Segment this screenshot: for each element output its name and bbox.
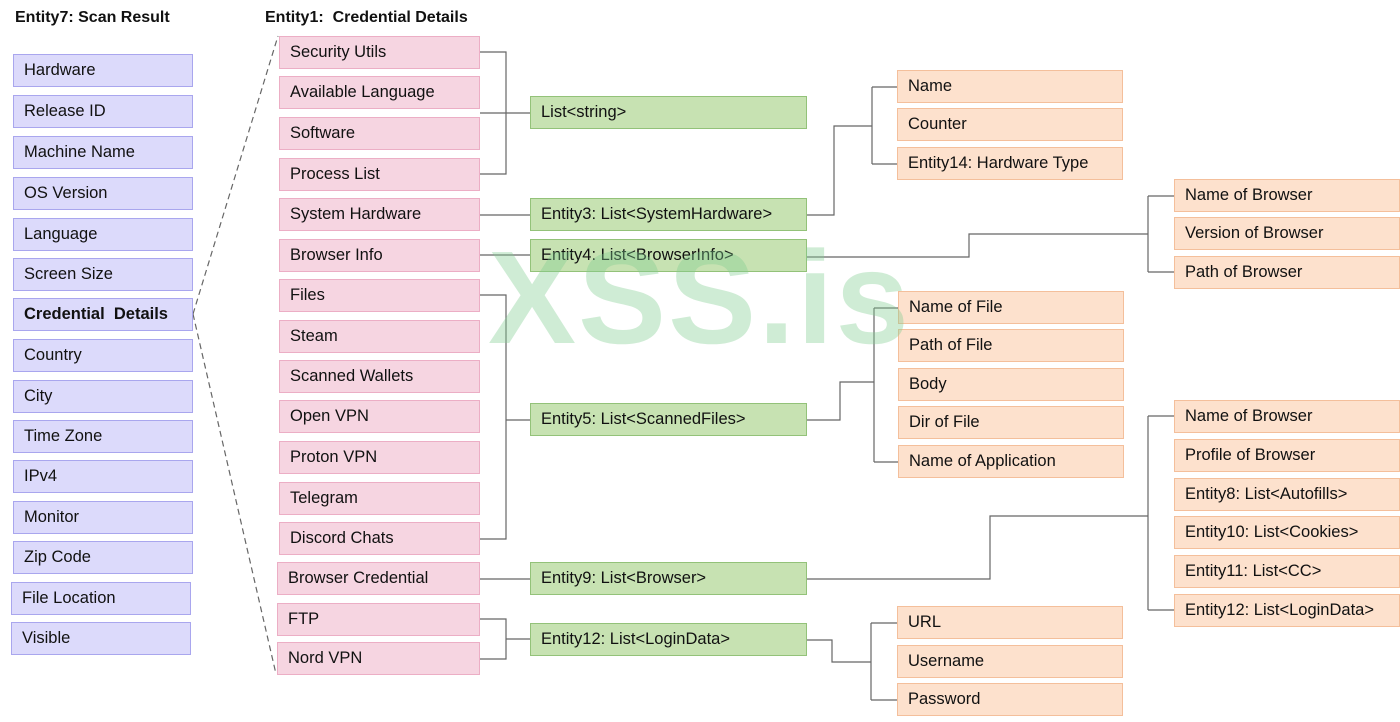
file-field-application: Name of Application [898,445,1124,478]
cred-item-browser-credential: Browser Credential [277,562,480,595]
browser-info-field-version: Version of Browser [1174,217,1400,250]
browser-field-name: Name of Browser [1174,400,1400,433]
connector-login-data [480,618,530,660]
list-browser: Entity9: List<Browser> [530,562,807,595]
hardware-field-counter: Counter [897,108,1123,141]
scan-item-release-id: Release ID [13,95,193,128]
scan-item-city: City [13,380,193,413]
browser-field-cookies: Entity10: List<Cookies> [1174,516,1400,549]
credential-details-title: Entity1: Credential Details [265,9,468,26]
connector-string-list [480,51,530,175]
cred-item-browser-info: Browser Info [279,239,480,272]
file-field-body: Body [898,368,1124,401]
cred-item-scanned-wallets: Scanned Wallets [279,360,480,393]
scan-item-hardware: Hardware [13,54,193,87]
connector-file-fields [807,307,898,463]
file-field-path: Path of File [898,329,1124,362]
login-field-password: Password [897,683,1123,716]
cred-item-software: Software [279,117,480,150]
list-string: List<string> [530,96,807,129]
browser-field-login-data: Entity12: List<LoginData> [1174,594,1400,627]
hardware-field-name: Name [897,70,1123,103]
cred-item-steam: Steam [279,320,480,353]
scan-item-time-zone: Time Zone [13,420,193,453]
browser-info-field-name: Name of Browser [1174,179,1400,212]
zoom-line-bottom [192,313,277,675]
cred-item-system-hardware: System Hardware [279,198,480,231]
scan-item-country: Country [13,339,193,372]
cred-item-open-vpn: Open VPN [279,400,480,433]
cred-item-proton-vpn: Proton VPN [279,441,480,474]
file-field-name: Name of File [898,291,1124,324]
scan-item-zip-code: Zip Code [13,541,193,574]
scan-item-machine-name: Machine Name [13,136,193,169]
cred-item-discord-chats: Discord Chats [279,522,480,555]
cred-item-available-language: Available Language [279,76,480,109]
browser-field-profile: Profile of Browser [1174,439,1400,472]
cred-item-telegram: Telegram [279,482,480,515]
connector-hardware-fields [807,86,897,216]
scan-item-screen-size: Screen Size [13,258,193,291]
cred-item-files: Files [279,279,480,312]
browser-field-cc: Entity11: List<CC> [1174,555,1400,588]
scan-item-os-version: OS Version [13,177,193,210]
hardware-field-type: Entity14: Hardware Type [897,147,1123,180]
scan-item-ipv4: IPv4 [13,460,193,493]
connector-login-fields [807,622,897,701]
connector-scanned-files [480,294,530,540]
connector-browser-info-fields [807,195,1174,273]
scan-item-credential-details: Credential Details [13,298,193,331]
browser-info-field-path: Path of Browser [1174,256,1400,289]
scan-item-monitor: Monitor [13,501,193,534]
cred-item-security-utils: Security Utils [279,36,480,69]
login-field-url: URL [897,606,1123,639]
cred-item-ftp: FTP [277,603,480,636]
scan-result-title: Entity7: Scan Result [15,9,170,26]
scan-item-language: Language [13,218,193,251]
scan-item-visible: Visible [11,622,191,655]
list-login-data: Entity12: List<LoginData> [530,623,807,656]
scan-item-file-location: File Location [11,582,191,615]
login-field-username: Username [897,645,1123,678]
zoom-line-top [192,35,279,315]
browser-field-autofills: Entity8: List<Autofills> [1174,478,1400,511]
connector-browser-fields [807,415,1174,611]
cred-item-nord-vpn: Nord VPN [277,642,480,675]
file-field-dir: Dir of File [898,406,1124,439]
list-system-hardware: Entity3: List<SystemHardware> [530,198,807,231]
cred-item-process-list: Process List [279,158,480,191]
list-browser-info: Entity4: List<BrowserInfo> [530,239,807,272]
list-scanned-files: Entity5: List<ScannedFiles> [530,403,807,436]
